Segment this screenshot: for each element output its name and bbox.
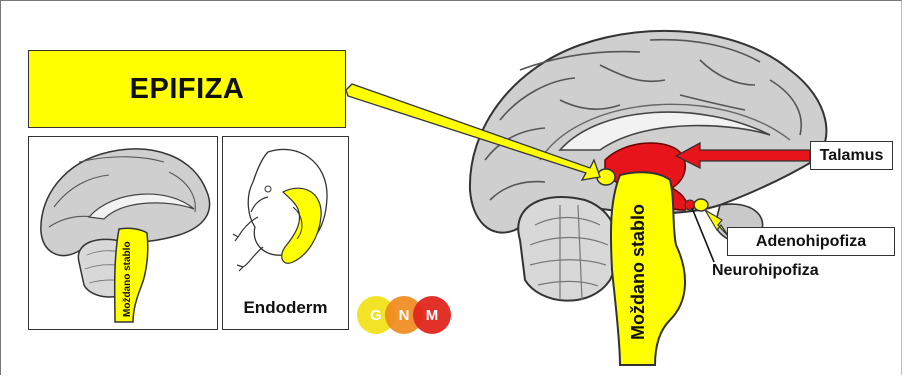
talamus-label: Talamus	[810, 141, 893, 170]
adenohypophysis	[694, 199, 708, 211]
embryo-panel: Endoderm	[222, 136, 349, 330]
brainstem-label: Moždano stablo	[628, 204, 648, 340]
small-brain-diagram: Moždano stablo	[29, 137, 218, 330]
small-brain-panel: Moždano stablo	[28, 136, 218, 330]
title-box: EPIFIZA	[28, 50, 346, 128]
large-brain	[470, 31, 826, 365]
small-brainstem-label: Moždano stablo	[122, 241, 133, 317]
neurohipofiza-label: Neurohipofiza	[712, 262, 819, 280]
gnm-logo: G N M	[357, 296, 453, 334]
cerebellum	[518, 197, 618, 301]
endoderm-label: Endoderm	[223, 298, 348, 318]
gnm-letter-m: M	[413, 296, 451, 334]
embryo-diagram	[223, 137, 349, 297]
adenohipofiza-label: Adenohipofiza	[727, 227, 895, 256]
